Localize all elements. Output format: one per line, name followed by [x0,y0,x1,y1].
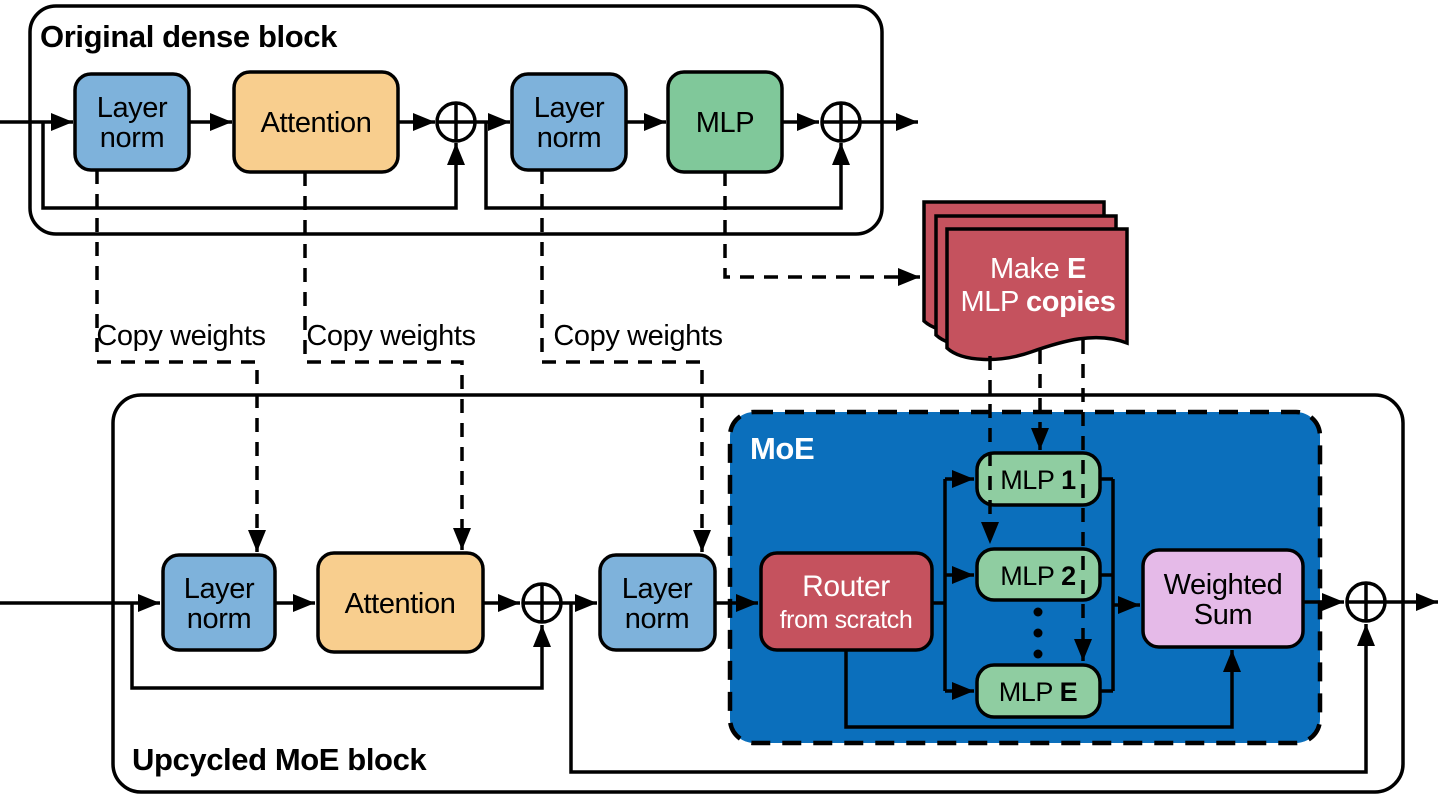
router-weights-path [844,650,1241,729]
top-skip-connection-1 [41,122,465,210]
bottom-ln2-label-line2: norm [625,603,689,635]
top-layer-norm-2-box [510,72,628,172]
stack-label-make: Make [990,253,1067,285]
bottom-skip-connection-2 [569,603,1375,774]
bottom-block-title: Upcycled MoE block [132,742,427,777]
mlp1-prefix: MLP [1000,465,1061,495]
mlpE-prefix: MLP [999,677,1060,707]
bottom-ln1-label-line1: Layer [184,573,255,605]
plus-icon [523,584,561,622]
weighted-sum-box [1141,548,1305,649]
weighted-sum-label-line1: Weighted [1164,569,1283,601]
stack-label-copies: copies [1026,286,1115,318]
mlp-copies-stack [922,200,1129,362]
copy-weights-label-3: Copy weights [553,320,722,352]
mlp1-label: MLP 1 [1000,465,1076,495]
router-label-line1: Router [802,570,890,603]
mlp2-box [975,547,1102,602]
bottom-attention-label: Attention [345,588,456,620]
plus-icon [1347,583,1385,621]
mlp2-label: MLP 2 [1000,561,1076,591]
mlp2-index: 2 [1061,561,1076,591]
top-skip-connection-2 [484,122,850,210]
weighted-sum-label-line2: Sum [1194,599,1252,631]
top-attention-label: Attention [261,107,372,139]
copy-weights-label-2: Copy weights [306,320,475,352]
top-ln1-label-line2: norm [100,122,164,154]
moe-region-label: MoE [750,431,814,466]
top-add-circle-2 [820,101,862,143]
top-attention-box [232,70,400,174]
mlp1-index: 1 [1061,465,1076,495]
copy-weights-path-3 [540,170,711,552]
bottom-skip-connection-1 [130,603,551,690]
bottom-attention-box [316,551,485,654]
top-add-circle-1 [435,101,477,143]
copy-weights-path-1 [95,170,266,552]
top-block-title: Original dense block [40,19,338,54]
bottom-layer-norm-1-box [161,553,277,652]
stack-label-e: E [1067,253,1086,285]
mlp2-prefix: MLP [1000,561,1061,591]
bottom-add-circle-1 [521,582,563,624]
mlpE-index: E [1060,677,1078,707]
experts-ellipsis [1033,607,1043,659]
mlpE-box [975,663,1102,719]
bottom-ln1-label-line2: norm [187,603,251,635]
bottom-add-circle-final [1345,581,1387,623]
top-mlp-label: MLP [696,107,754,139]
stack-label-line2: MLP copies [960,286,1115,318]
mlp1-box [975,451,1102,507]
make-copies-path [723,172,920,286]
router-box [759,551,934,652]
bottom-ln2-label-line1: Layer [622,573,693,605]
top-ln2-label-line1: Layer [534,92,605,124]
top-ln2-label-line2: norm [537,122,601,154]
router-label-line2: from scratch [780,606,913,634]
copy-weights-path-2 [303,172,471,550]
plus-icon [822,103,860,141]
top-ln1-label-line1: Layer [97,92,168,124]
top-layer-norm-1-box [73,72,191,172]
copy-weights-label-1: Copy weights [96,320,265,352]
plus-icon [437,103,475,141]
stack-label-mlp: MLP [960,286,1026,318]
stack-doc-front [945,227,1129,362]
mlpE-label: MLP E [999,677,1078,707]
stack-label-line1: Make E [990,253,1086,285]
bottom-layer-norm-2-box [598,553,717,652]
